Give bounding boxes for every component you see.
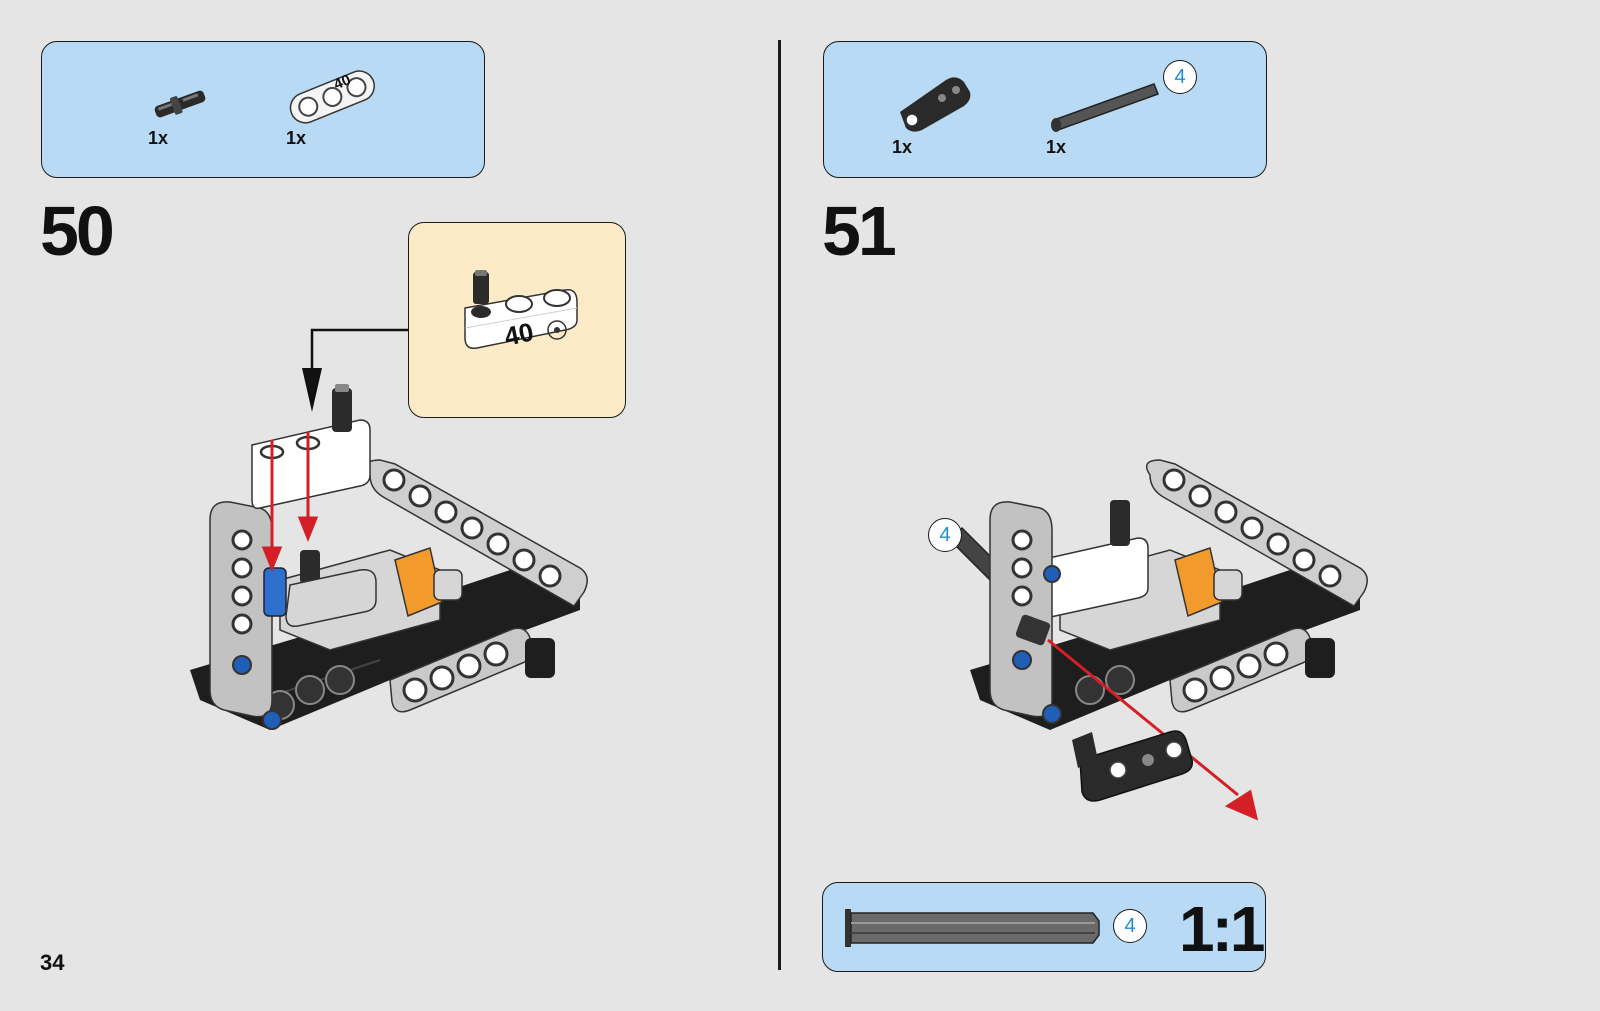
scale-length-badge: 4 bbox=[1113, 909, 1147, 943]
axle-pin-icon bbox=[150, 84, 210, 124]
axle-scale-drawing bbox=[845, 905, 1105, 949]
step51-parts-box: 1x 4 1x bbox=[823, 41, 1267, 178]
scale-ratio-text: 1:1 bbox=[1179, 897, 1263, 961]
step51-assembly-model bbox=[960, 470, 1400, 850]
step51-scale-box: 4 1:1 bbox=[822, 882, 1266, 972]
step51-axle-callout-badge: 4 bbox=[928, 518, 962, 552]
page-number: 34 bbox=[40, 950, 64, 976]
page-divider bbox=[778, 40, 781, 970]
step50-number: 50 bbox=[40, 196, 112, 266]
callout-decal-text: 40 bbox=[502, 316, 537, 351]
step50-part1-qty: 1x bbox=[148, 128, 168, 149]
step50-parts-box: 1x 40 1x bbox=[41, 41, 485, 178]
beam-3-with-40-decal-icon: 40 bbox=[282, 64, 382, 128]
axle-4-icon bbox=[1046, 76, 1166, 136]
step51-number: 51 bbox=[822, 196, 894, 266]
step51-axle-length-badge: 4 bbox=[1163, 60, 1197, 94]
step51-part1-qty: 1x bbox=[892, 137, 912, 158]
step51-part2-qty: 1x bbox=[1046, 137, 1066, 158]
step50-assembly-model bbox=[180, 380, 610, 760]
angled-connector-icon bbox=[894, 68, 974, 134]
step50-part2-qty: 1x bbox=[286, 128, 306, 149]
callout-beam-icon: 40 bbox=[461, 268, 581, 368]
